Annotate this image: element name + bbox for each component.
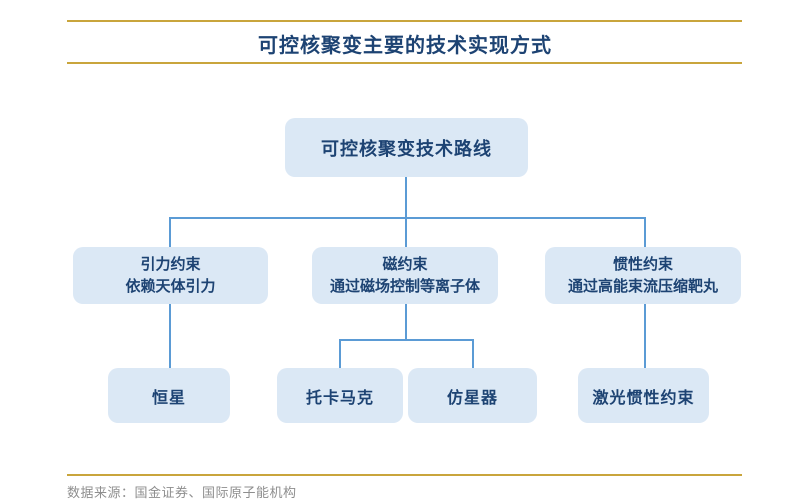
connector-magnetic-stem (405, 304, 407, 341)
connector-level1-horizontal (169, 217, 646, 219)
title-top-rule (67, 20, 742, 22)
branch-desc: 通过高能束流压缩靶丸 (567, 277, 718, 295)
branch-desc: 依赖天体引力 (125, 277, 216, 295)
data-source-note: 数据来源：国金证券、国际原子能机构 (67, 485, 297, 500)
leaf-label: 恒星 (151, 389, 186, 407)
leaf-node-stellarator: 仿星器 (408, 368, 537, 423)
branch-node-gravity-confinement: 引力约束 依赖天体引力 (73, 247, 268, 304)
connector-to-stellarator (472, 339, 474, 368)
root-node-fusion-route: 可控核聚变技术路线 (285, 118, 528, 177)
title-bottom-rule (67, 62, 742, 64)
leaf-label: 激光惯性约束 (592, 389, 695, 407)
connector-gravity-to-star (169, 304, 171, 368)
branch-desc: 通过磁场控制等离子体 (329, 277, 480, 295)
connector-root-down (405, 177, 407, 218)
root-node-label: 可控核聚变技术路线 (321, 138, 492, 159)
footer-rule (67, 474, 742, 476)
connector-to-gravity (169, 217, 171, 247)
leaf-node-star: 恒星 (108, 368, 230, 423)
connector-to-magnetic (405, 217, 407, 247)
connector-inertial-to-laser (644, 304, 646, 368)
branch-title: 磁约束 (382, 255, 428, 273)
branch-node-magnetic-confinement: 磁约束 通过磁场控制等离子体 (312, 247, 498, 304)
connector-to-inertial (644, 217, 646, 247)
page-title: 可控核聚变主要的技术实现方式 (258, 35, 552, 57)
leaf-label: 托卡马克 (305, 389, 374, 407)
leaf-label: 仿星器 (446, 389, 498, 407)
branch-title: 引力约束 (140, 255, 201, 273)
connector-magnetic-horizontal (339, 339, 474, 341)
connector-to-tokamak (339, 339, 341, 368)
branch-node-inertial-confinement: 惯性约束 通过高能束流压缩靶丸 (545, 247, 741, 304)
leaf-node-laser-inertial: 激光惯性约束 (578, 368, 709, 423)
leaf-node-tokamak: 托卡马克 (277, 368, 403, 423)
branch-title: 惯性约束 (612, 255, 673, 273)
